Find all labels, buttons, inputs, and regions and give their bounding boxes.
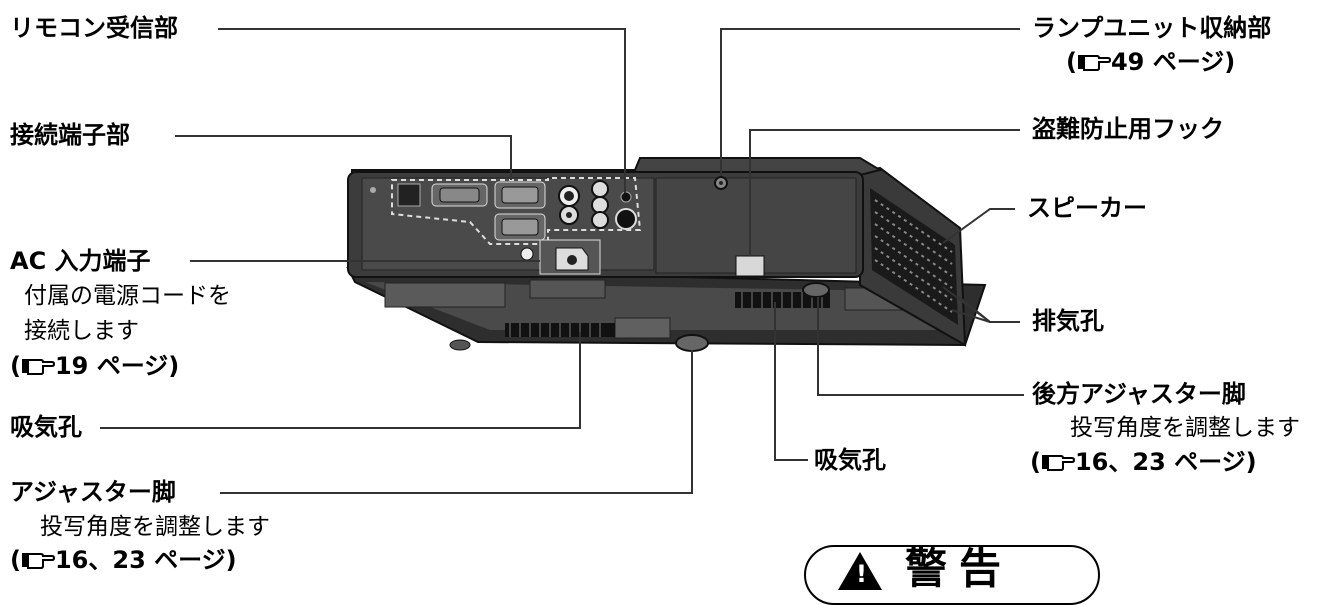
leader-exhaust-2 (957, 295, 991, 323)
leader-rear-adjuster (817, 297, 1024, 396)
ac-input-desc-line1: 付属の電源コードを (24, 283, 231, 309)
rear-adjuster-desc: 投写角度を調整します (1070, 415, 1300, 441)
rear-adjuster-foot (802, 282, 830, 298)
label-exhaust: 排気孔 (1032, 307, 1104, 335)
pointing-hand-reference-icon (21, 359, 55, 375)
warning-triangle-icon (838, 552, 882, 590)
leader-anti-theft (749, 129, 1020, 256)
speaker-grille (870, 188, 958, 325)
adjuster-foot (675, 334, 709, 352)
pointing-hand-reference-icon (1041, 455, 1075, 471)
label-rear-adjuster: 後方アジャスター脚 (1032, 380, 1246, 408)
lamp-unit-ref: (49 ページ) (1066, 48, 1236, 76)
ac-input-desc-line2: 接続します (24, 318, 139, 344)
leader-speaker (942, 208, 1015, 244)
ac-input-ref-page: 19 ページ (54, 352, 169, 380)
label-adjuster-foot: アジャスター脚 (10, 478, 176, 506)
label-speaker: スピーカー (1027, 194, 1147, 222)
leader-adjuster-foot (220, 350, 693, 494)
ac-input-shape (520, 239, 601, 275)
label-intake-bottom: 吸気孔 (814, 446, 886, 474)
projector-diagram (100, 28, 1024, 494)
adjuster-foot-ref-page: 16、23 ページ (54, 546, 226, 574)
ac-input-ref: (19 ページ) (10, 352, 180, 380)
rear-adjuster-ref-page: 16、23 ページ (1074, 448, 1246, 476)
label-connection-terminal: 接続端子部 (10, 121, 130, 149)
lamp-unit-ref-page: 49 ページ (1110, 48, 1225, 76)
label-anti-theft-hook: 盗難防止用フック (1032, 115, 1224, 143)
label-remote-receiver: リモコン受信部 (10, 14, 178, 42)
leader-lamp-unit (720, 28, 1020, 176)
pointing-hand-reference-icon (1077, 55, 1111, 71)
leader-connection-terminal (175, 135, 512, 180)
label-lamp-unit: ランプユニット収納部 (1032, 14, 1272, 42)
adjuster-foot-ref: (16、23 ページ) (10, 546, 237, 574)
warning-title: 警告 (905, 544, 1014, 593)
pointing-hand-reference-icon (21, 553, 55, 569)
intake-vent-left (505, 323, 615, 337)
rear-adjuster-ref: (16、23 ページ) (1030, 448, 1257, 476)
leader-remote-receiver (218, 28, 626, 193)
leader-exhaust-3 (951, 309, 991, 323)
anti-theft-hook-shape (735, 255, 765, 277)
leader-intake-bottom (774, 302, 808, 461)
terminal-panel (361, 177, 655, 271)
projector-illustration (346, 157, 987, 352)
label-ac-input: AC 入力端子 (10, 247, 151, 275)
adjuster-foot-desc: 投写角度を調整します (40, 514, 270, 540)
leader-lines (100, 28, 1024, 494)
label-intake-left: 吸気孔 (10, 413, 82, 441)
leader-intake-left (100, 332, 581, 429)
intake-vent-right (735, 292, 830, 308)
